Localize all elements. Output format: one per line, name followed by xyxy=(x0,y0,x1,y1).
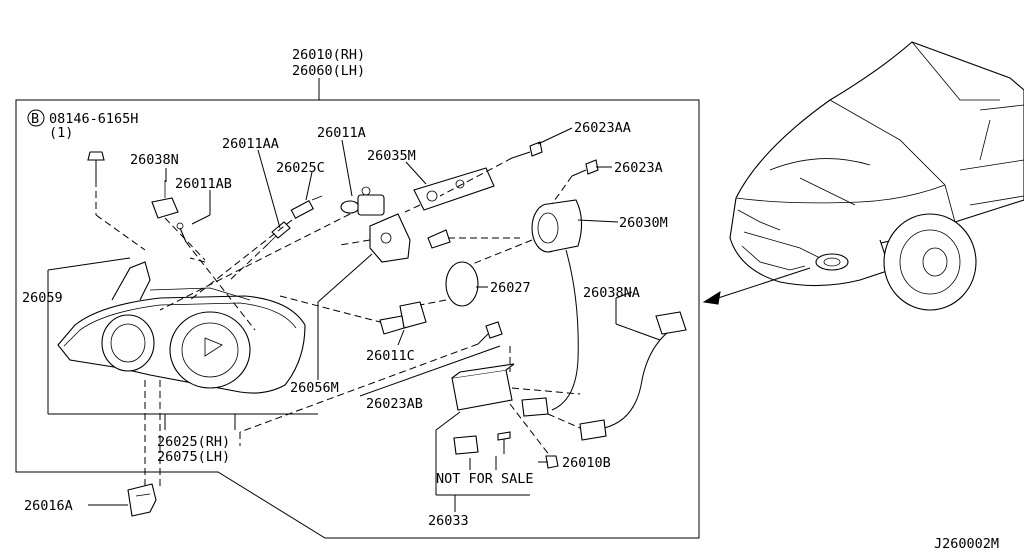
screw-26023AA xyxy=(511,141,543,159)
wire-harness-26038NA xyxy=(521,249,687,441)
screw-26023AB xyxy=(477,321,503,345)
bulb-26011AA xyxy=(267,221,291,245)
lens-lh-label: 26075(LH) xyxy=(157,449,230,465)
label-26035M: 26035M xyxy=(367,148,416,164)
label-26056M: 26056M xyxy=(290,380,339,396)
bulb-26011AB xyxy=(176,222,187,243)
clip-26016A xyxy=(127,483,157,517)
not-for-sale-label: NOT FOR SALE xyxy=(436,471,534,487)
label-26011AA: 26011AA xyxy=(222,136,279,152)
lens-rh-label: 26025(RH) xyxy=(157,434,230,450)
headlamp-housing xyxy=(57,261,306,394)
cover-26027 xyxy=(445,261,479,307)
socket-26038N xyxy=(151,180,179,219)
assembly-rh-label: 26010(RH) xyxy=(292,47,365,63)
bolt-spec-number: 08146-6165H xyxy=(49,111,138,127)
screw-26023A xyxy=(571,159,599,177)
assembly-frame xyxy=(15,78,700,539)
bulb-26011C xyxy=(379,301,427,335)
figure-code: J260002M xyxy=(934,536,999,552)
nut-26010B xyxy=(545,455,559,469)
label-26038N: 26038N xyxy=(130,152,179,168)
assembly-lh-label: 26060(LH) xyxy=(292,63,365,79)
label-26010B: 26010B xyxy=(562,455,611,471)
label-26023AA: 26023AA xyxy=(574,120,631,136)
bolt-08146 xyxy=(87,151,105,180)
bracket-26035M xyxy=(369,167,495,263)
label-26011C: 26011C xyxy=(366,348,415,364)
label-26033: 26033 xyxy=(428,513,469,529)
leader-lines xyxy=(47,127,661,512)
label-26023AB: 26023AB xyxy=(366,396,423,412)
dashed-guides xyxy=(95,157,581,486)
bolt-spec-letter: B xyxy=(31,111,39,127)
label-26011AB: 26011AB xyxy=(175,176,232,192)
label-26027: 26027 xyxy=(490,280,531,296)
label-26025C: 26025C xyxy=(276,160,325,176)
bolt-spec-circle xyxy=(27,109,45,127)
bolt-spec-qty: (1) xyxy=(49,125,73,141)
bulb-26025C xyxy=(290,195,323,219)
label-26038NA: 26038NA xyxy=(583,285,640,301)
ballast-26033 xyxy=(451,363,515,455)
label-26059: 26059 xyxy=(22,290,63,306)
vehicle-illustration xyxy=(702,41,1024,311)
label-26023A: 26023A xyxy=(614,160,663,176)
label-26011A: 26011A xyxy=(317,125,366,141)
bulb-26011A xyxy=(340,186,385,216)
label-26030M: 26030M xyxy=(619,215,668,231)
label-26016A: 26016A xyxy=(24,498,73,514)
cap-26030M xyxy=(531,199,583,253)
